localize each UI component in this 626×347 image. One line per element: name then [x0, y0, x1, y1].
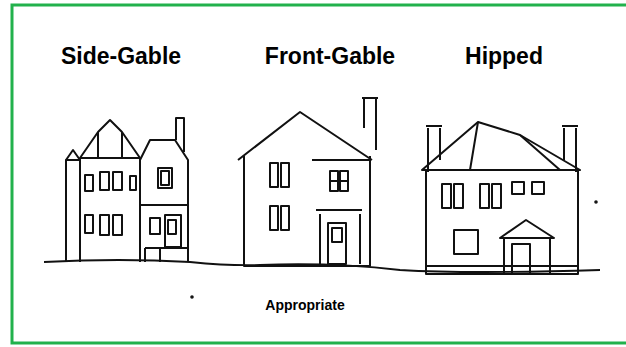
style-label: Side-Gable [61, 43, 181, 70]
hipped-house [422, 122, 580, 274]
front-gable-house [238, 98, 378, 266]
style-label: Hipped [465, 43, 543, 70]
style-label: Front-Gable [265, 43, 395, 70]
side-gable-house [66, 118, 188, 262]
caption: Appropriate [265, 297, 344, 313]
frame [12, 5, 626, 343]
